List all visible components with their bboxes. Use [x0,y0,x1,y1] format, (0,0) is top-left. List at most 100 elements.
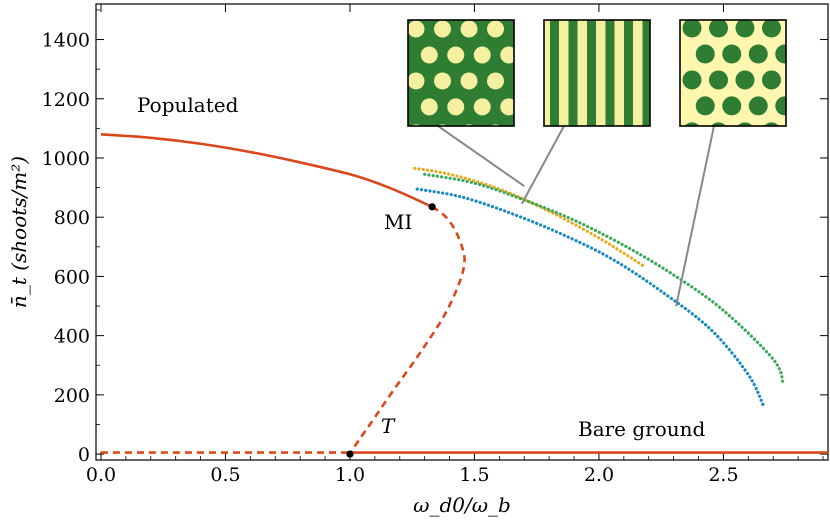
marker-layer [346,203,436,458]
inset-spot [513,78,514,84]
inset-gap-spot [789,122,808,141]
inset-stripes-background [544,20,650,126]
inset-spots [407,19,544,141]
y-axis-title: n̄_t (shoots/m²) [7,156,31,308]
x-tick-label: 1.0 [335,464,365,486]
inset-gap-spot [789,19,808,38]
inset-spot [514,124,531,141]
inset-stripe [568,20,578,126]
inset-gap-spot [709,20,728,38]
inset-spot [490,124,501,126]
inset-stripe [624,20,633,126]
x-tick-label: 2.0 [584,464,614,486]
inset-spot [464,124,474,126]
inset-stripes-border [543,19,651,127]
x-axis-title: ω_d0/ω_b [413,493,511,517]
point-mi [428,203,436,211]
inset-gap-spot [737,122,753,126]
series-layer [100,132,828,455]
annotation-t: T [381,414,396,438]
inset-spot [460,72,478,90]
inset-spot [408,20,425,38]
inset-gaps-border [679,19,787,127]
inset-gaps [679,19,821,141]
y-tick-label: 0 [78,444,90,466]
inset-gap-spot [722,96,742,116]
inset-gap-spot [684,122,700,126]
inset-gap-spot [722,44,742,64]
y-tick-label: 1000 [42,148,90,170]
inset-spot [527,46,544,63]
series-uniform-unstable [348,205,466,455]
series-spots [413,166,646,268]
y-tick-label: 600 [54,266,90,288]
inset-spot [447,98,465,116]
series-uniform-stable [100,132,433,209]
inset-gap-spot [711,122,726,126]
inset-gap-spot [735,70,755,90]
inset-spot [460,20,478,38]
inset-gap-spot [789,70,808,89]
x-tick-label: 2.5 [708,464,738,486]
inset-gap-spot [764,122,779,126]
tick-labels: 0.0 0.5 1.0 1.5 2.0 2.5 0 200 400 600 800 1000 1200 1… [42,30,739,486]
inset-spot [434,20,451,38]
inset-gap-spot [735,20,755,38]
inset-spot [473,98,491,116]
inset-stripes [543,19,651,127]
plot-frame [95,3,829,461]
inset-stripe [642,20,650,126]
inset-gap-spot [802,44,821,63]
point-t [346,450,354,458]
inset-spots-border [407,19,515,127]
inset-gaps-connector [675,125,715,307]
inset-spot [420,98,438,116]
inset-stripe [605,20,615,126]
annotation-mi: MI [384,210,412,234]
inset-spot [408,72,425,90]
inset-stripe [550,20,559,126]
inset-gap-spot [802,96,821,115]
inset-stripes-connector [520,125,565,205]
inset-spot [527,98,544,115]
series-stripes [423,172,785,385]
inset-spot [447,46,465,64]
inset-gap-spot [695,96,715,116]
inset-layer [407,19,821,141]
inset-stripes-pattern [550,20,650,126]
inset-spots-connector [437,125,525,187]
inset-spot [487,20,504,38]
inset-gap-spot [682,20,702,38]
x-tick-label: 1.5 [459,464,489,486]
x-tick-label: 0.5 [210,464,240,486]
inset-spot [500,98,514,116]
inset-spot [473,46,491,64]
y-tick-label: 200 [54,385,90,407]
series-gaps [415,187,765,407]
inset-gap-spot [762,70,781,90]
inset-gap-spot [748,96,768,116]
y-tick-label: 1200 [42,89,90,111]
inset-gap-spot [695,44,715,64]
annotation-bare-ground: Bare ground [578,417,706,441]
inset-gap-spot [775,44,786,64]
inset-gap-spot [709,70,728,90]
inset-spot [487,72,504,90]
inset-gap-spot [775,96,786,116]
x-tick-label: 0.0 [86,464,116,486]
y-tick-label: 1400 [42,30,90,52]
inset-gap-spot [682,70,702,90]
inset-spot [411,124,421,126]
inset-gap-spot [762,20,781,38]
inset-spot [500,46,514,64]
annotation-populated: Populated [137,93,239,117]
inset-spot [420,46,438,64]
connector-layer [437,125,715,307]
y-tick-label: 400 [54,326,90,348]
inset-stripe [587,20,596,126]
inset-gaps-pattern [682,19,821,141]
inset-spot [513,26,514,32]
y-tick-label: 800 [54,207,90,229]
ticks [96,4,828,460]
